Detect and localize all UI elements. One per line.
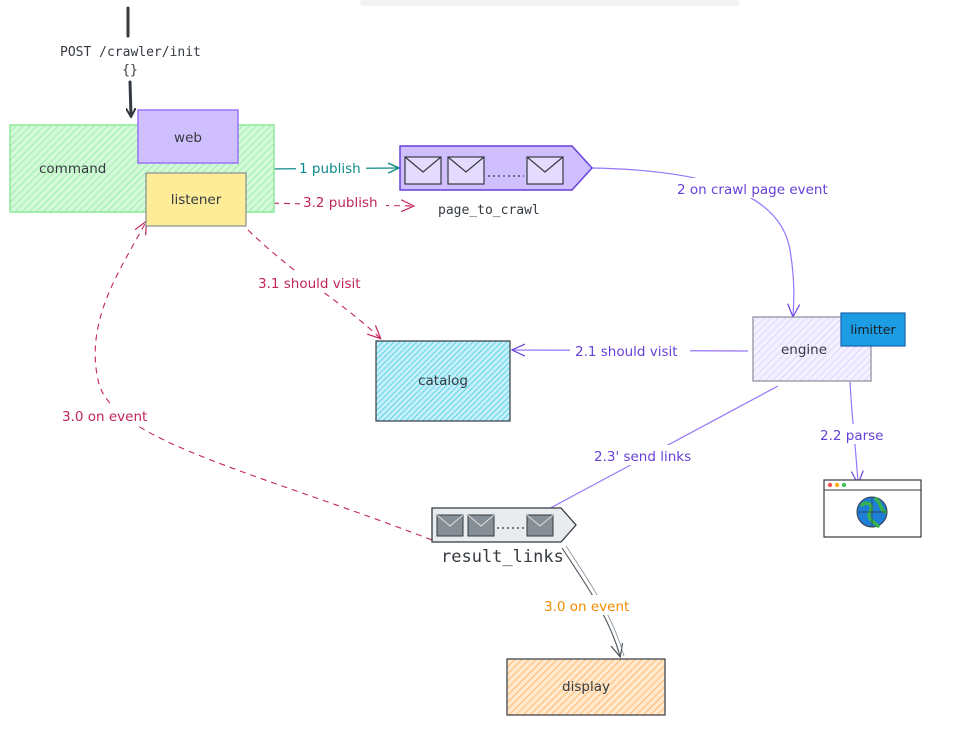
entry-arrow [128, 6, 131, 116]
web-box[interactable]: web [137, 109, 239, 164]
envelope-icon [526, 156, 564, 185]
display-box[interactable]: display [506, 658, 666, 716]
edge-label-3-0-on-event-right: 3.0 on event [544, 599, 629, 615]
command-label: command [39, 161, 106, 177]
result-links-queue[interactable]: result_links [431, 507, 577, 567]
edge-label-2-on-crawl-page-event: 2 on crawl page event [677, 182, 828, 198]
catalog-label: catalog [418, 373, 468, 389]
envelope-icon [436, 514, 464, 537]
envelope-icon [404, 156, 442, 185]
page-to-crawl-label: page_to_crawl [438, 203, 540, 218]
edge-label-3-2-publish: 3.2 publish [303, 195, 378, 211]
endpoint-body: {} [122, 63, 138, 78]
edge-3-0-on-event-left [94, 222, 433, 541]
page-to-crawl-queue[interactable]: page_to_crawl [399, 145, 594, 218]
edge-label-2-1-should-visit: 2.1 should visit [575, 344, 678, 360]
listener-label: listener [171, 192, 222, 208]
web-label: web [174, 130, 202, 146]
limitter-label: limitter [850, 322, 896, 337]
edge-label-2-2-parse: 2.2 parse [820, 428, 884, 444]
edge-3-2-publish [261, 203, 413, 206]
engine-label: engine [781, 342, 827, 358]
top-shadow [360, 0, 740, 6]
display-label: display [562, 679, 610, 695]
envelope-icon [447, 156, 485, 185]
envelope-icon [526, 514, 554, 537]
edge-label-3-0-on-event-left: 3.0 on event [62, 409, 147, 425]
edge-label-2-3-send-links: 2.3' send links [594, 449, 691, 465]
edge-2-on-crawl-page-event [591, 167, 794, 316]
edge-label-1-publish: 1 publish [299, 161, 361, 177]
listener-box[interactable]: listener [145, 172, 247, 227]
edge-label-3-1-should-visit: 3.1 should visit [258, 276, 361, 292]
catalog-box[interactable]: catalog [375, 340, 511, 422]
result-links-label: result_links [441, 547, 564, 567]
endpoint-label: POST /crawler/init [60, 45, 201, 60]
limitter-box[interactable]: limitter [840, 312, 906, 347]
envelope-icon [467, 514, 495, 537]
globe-browser-icon [823, 479, 922, 538]
